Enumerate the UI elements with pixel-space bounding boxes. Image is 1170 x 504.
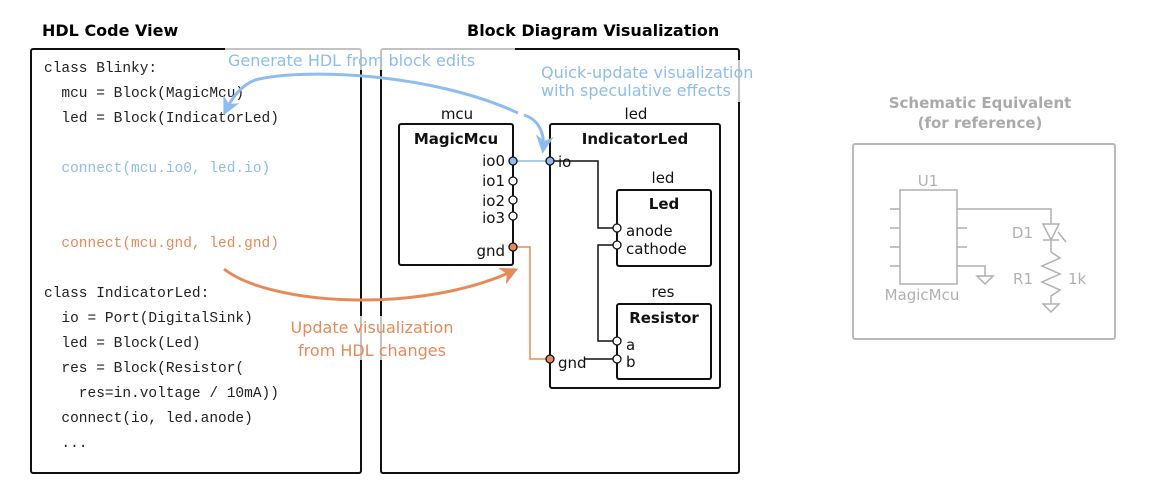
code-line[interactable]: mcu = Block(MagicMcu) xyxy=(44,86,245,102)
block-indicator-led-border xyxy=(549,123,721,389)
port-io[interactable] xyxy=(545,156,555,166)
port-io1[interactable] xyxy=(508,176,518,186)
arrow-quick-update xyxy=(523,113,554,154)
schematic-ground-u1 xyxy=(975,275,995,286)
block-view-title: Block Diagram Visualization xyxy=(467,21,720,40)
code-view-panel xyxy=(30,48,362,474)
block-res-type: Resistor xyxy=(629,309,699,327)
code-line-connect-io[interactable]: connect(mcu.io0, led.io) xyxy=(44,161,271,177)
schematic-panel xyxy=(852,143,1116,340)
schematic-r1-ref: R1 xyxy=(1013,270,1033,288)
schematic-drawing xyxy=(890,189,1067,314)
label-update-vis-1: Update visualization xyxy=(291,318,454,337)
port-label-cathode: cathode xyxy=(626,240,687,258)
port-label-io0: io0 xyxy=(482,152,505,170)
block-mcu-instance: mcu xyxy=(441,105,473,123)
block-led-instance: led xyxy=(652,169,675,187)
block-mcu-type: MagicMcu xyxy=(414,130,498,148)
schematic-u1-ref: U1 xyxy=(918,172,939,190)
schematic-net-gnd xyxy=(957,265,986,276)
port-label-b: b xyxy=(626,353,636,371)
block-led-type: Led xyxy=(649,195,679,213)
code-line[interactable]: res=in.voltage / 10mA)) xyxy=(44,386,279,402)
port-gnd[interactable] xyxy=(508,242,518,252)
code-line-connect-gnd[interactable]: connect(mcu.gnd, led.gnd) xyxy=(44,236,279,252)
block-view-panel xyxy=(380,48,740,474)
block-indicator-led-type: IndicatorLed xyxy=(582,130,689,148)
code-line[interactable]: class Blinky: xyxy=(44,61,158,77)
code-line[interactable]: led = Block(Led) xyxy=(44,336,201,352)
wire-gnd-gnd[interactable] xyxy=(513,246,550,360)
port-label-gnd-inner: gnd xyxy=(558,354,587,372)
port-a[interactable] xyxy=(612,336,622,346)
code-line[interactable]: io = Port(DigitalSink) xyxy=(44,311,253,327)
schematic-u1-value: MagicMcu xyxy=(885,286,960,304)
port-io3[interactable] xyxy=(508,211,518,221)
label-generate-hdl: Generate HDL from block edits xyxy=(228,51,475,70)
code-line[interactable]: res = Block(Resistor( xyxy=(44,361,245,377)
port-label-a: a xyxy=(626,336,635,354)
code-line[interactable]: connect(io, led.anode) xyxy=(44,411,253,427)
schematic-r1-value: 1k xyxy=(1068,270,1087,288)
port-b[interactable] xyxy=(612,354,622,364)
arrow-generate-hdl-main xyxy=(223,72,519,116)
port-label-anode: anode xyxy=(626,222,673,240)
schematic-net-io xyxy=(957,208,1052,224)
arrow-update-visualization xyxy=(223,267,519,302)
block-led[interactable]: led Led anode cathode xyxy=(616,169,712,267)
wire-cathode-a[interactable] xyxy=(597,244,617,342)
schematic-u1-body xyxy=(899,189,958,285)
label-bg xyxy=(276,316,468,360)
port-cathode[interactable] xyxy=(612,240,622,250)
port-label-gnd: gnd xyxy=(476,242,505,260)
label-quick-update-1: Quick-update visualization xyxy=(541,63,753,82)
schematic-d1-emit xyxy=(1057,231,1067,243)
block-res-instance: res xyxy=(652,283,675,301)
block-indicator-led[interactable]: led IndicatorLed io gnd xyxy=(549,105,721,389)
port-io2[interactable] xyxy=(508,195,518,205)
port-io0[interactable] xyxy=(508,156,518,166)
schematic-r1-resistor xyxy=(1040,251,1062,304)
label-update-vis-2: from HDL changes xyxy=(298,341,446,360)
block-indicator-led-instance: led xyxy=(625,105,648,123)
wire-io-anode[interactable] xyxy=(550,160,617,229)
port-gnd-inner[interactable] xyxy=(545,354,555,364)
schematic-title-line2: (for reference) xyxy=(917,114,1043,132)
code-line[interactable]: ... xyxy=(44,436,88,452)
schematic-ground-r1 xyxy=(1041,303,1061,314)
code-view-title: HDL Code View xyxy=(42,21,179,40)
schematic-title-line1: Schematic Equivalent xyxy=(888,94,1072,112)
block-res[interactable]: res Resistor a b xyxy=(616,283,712,380)
schematic-title: Schematic Equivalent (for reference) xyxy=(860,93,1100,133)
schematic-d1-diode xyxy=(1041,223,1061,242)
port-label-io: io xyxy=(558,153,571,171)
label-bg xyxy=(538,60,788,102)
port-anode[interactable] xyxy=(612,223,622,233)
schematic-d1-ref: D1 xyxy=(1012,224,1033,242)
code-line[interactable]: class IndicatorLed: xyxy=(44,286,210,302)
port-label-io2: io2 xyxy=(482,192,505,210)
block-mcu[interactable]: mcu MagicMcu io0 io1 io2 io3 gnd xyxy=(398,105,514,266)
label-bg xyxy=(225,48,515,70)
port-label-io3: io3 xyxy=(482,209,505,227)
port-label-io1: io1 xyxy=(482,172,505,190)
label-quick-update-2: with speculative effects xyxy=(541,81,731,100)
